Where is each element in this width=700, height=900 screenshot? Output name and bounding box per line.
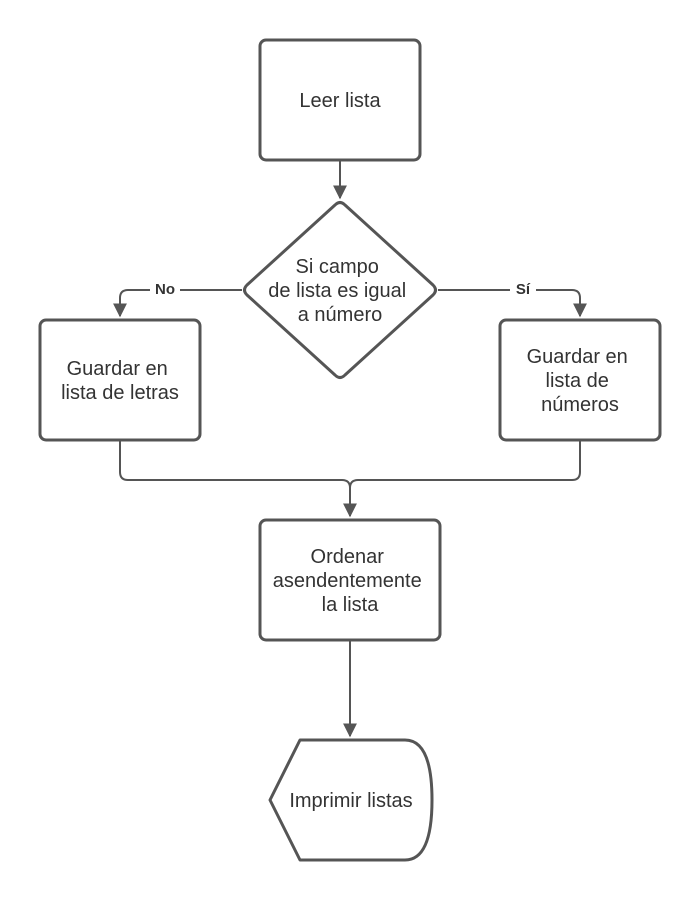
node-print-lists[interactable]: Imprimir listas — [268, 738, 434, 862]
svg-text:Guardar en lista de le: Guardar en lista de letras — [61, 358, 179, 404]
edge-label-yes: Sí — [510, 279, 536, 299]
node-sort-list-line-1: Ordenar — [311, 546, 385, 568]
connectors — [113, 160, 587, 738]
node-save-numbers-line-3: números — [541, 394, 619, 416]
node-sort-list-line-2: asendentemente — [273, 570, 422, 592]
svg-text:Ordenar asendentemente: Ordenar asendentemente la lista — [273, 546, 428, 616]
node-read-list-line: Leer lista — [299, 90, 381, 112]
node-read-list[interactable]: Leer lista — [258, 38, 422, 162]
connector-decision-yes — [438, 289, 587, 318]
node-decision-line-1: Si campo — [296, 256, 379, 278]
edge-label-no: No — [150, 279, 180, 299]
node-save-letters-line-2: lista de letras — [61, 382, 179, 404]
node-save-numbers[interactable]: Guardar en lista de números — [498, 318, 662, 442]
connector-decision-no — [113, 289, 242, 318]
connector-numbers-to-merge — [349, 440, 581, 489]
svg-text:Si campo de lista es i: Si campo de lista es igual a número — [268, 256, 411, 326]
edge-label-no-text: No — [155, 281, 175, 298]
connector-letters-to-merge — [119, 440, 357, 518]
svg-text:Imprimir listas: Imprimir listas — [289, 790, 412, 812]
edge-label-yes-text: Sí — [516, 281, 531, 298]
node-sort-list[interactable]: Ordenar asendentemente la lista — [258, 518, 442, 642]
node-print-lists-line: Imprimir listas — [289, 790, 412, 812]
node-decision[interactable]: Si campo de lista es igual a número — [243, 201, 437, 379]
node-decision-line-2: de lista es igual — [268, 280, 406, 302]
node-save-letters[interactable]: Guardar en lista de letras — [38, 318, 202, 442]
node-save-numbers-line-2: lista de — [546, 370, 609, 392]
svg-text:Guardar en lista de: Guardar en lista de números — [527, 346, 634, 416]
node-save-numbers-line-1: Guardar en — [527, 346, 628, 368]
svg-text:Leer lista: Leer lista — [299, 90, 381, 112]
node-sort-list-line-3: la lista — [322, 594, 380, 616]
node-save-letters-line-1: Guardar en — [67, 358, 168, 380]
node-decision-line-3: a número — [298, 304, 383, 326]
